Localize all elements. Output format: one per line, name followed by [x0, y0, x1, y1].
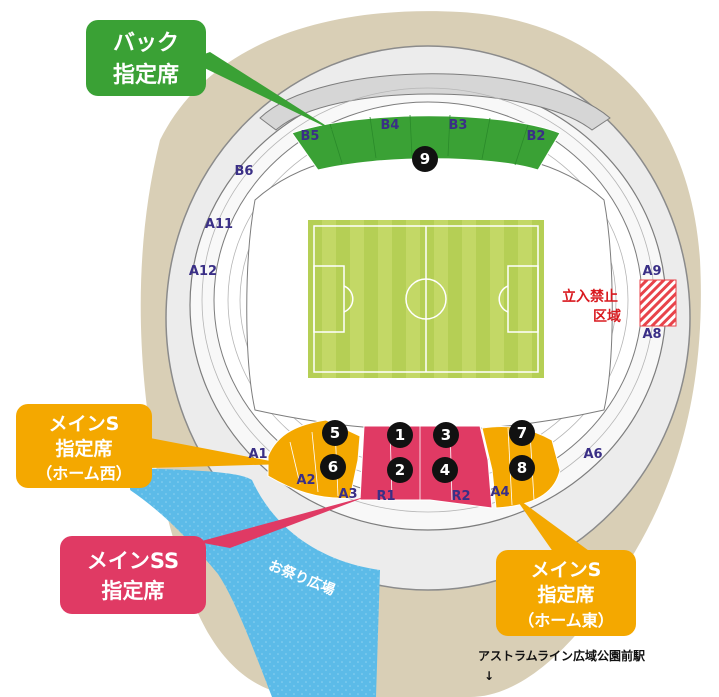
back-seat-dividers	[329, 114, 529, 166]
main-ss-callout[interactable]: メインSS 指定席	[60, 536, 206, 614]
marker-8-text: 8	[517, 459, 527, 477]
restricted-line1: 立入禁止	[562, 288, 618, 305]
station-arrow-icon: ↓	[484, 669, 494, 683]
marker-4-text: 4	[440, 461, 450, 479]
marker-6[interactable]: 6	[320, 454, 346, 480]
back-callout-line2: 指定席	[113, 62, 179, 88]
main-s-west-line1: メインS	[49, 413, 120, 435]
back-seat-area[interactable]	[291, 115, 561, 171]
marker-4[interactable]: 4	[432, 457, 458, 483]
section-b5-label: B5	[301, 129, 320, 144]
section-a6-label: A6	[583, 447, 602, 462]
back-callout-line1: バック	[113, 31, 179, 56]
back-callout[interactable]: バック 指定席	[86, 20, 206, 96]
main-s-east-line1: メインS	[531, 559, 602, 581]
station-label: アストラムライン広域公園前駅	[478, 648, 646, 663]
marker-7-text: 7	[517, 424, 527, 442]
section-a11-label: A11	[205, 217, 233, 232]
festival-plaza	[130, 468, 380, 697]
main-s-east-callout[interactable]: メインS 指定席 （ホーム東）	[496, 550, 636, 636]
marker-8[interactable]: 8	[509, 455, 535, 481]
section-r1-label: R1	[376, 489, 395, 504]
marker-3-text: 3	[441, 426, 451, 444]
main-s-east-line2: 指定席	[537, 583, 594, 606]
section-a9-label: A9	[642, 264, 661, 279]
section-b2-label: B2	[527, 129, 546, 144]
section-a4-label: A4	[490, 485, 509, 500]
section-b6-label: B6	[235, 164, 254, 179]
section-r2-label: R2	[451, 489, 470, 504]
marker-5-text: 5	[330, 424, 340, 442]
main-s-east-line3: （ホーム東）	[518, 611, 614, 630]
main-s-west-line2: 指定席	[55, 437, 112, 460]
section-a8-label: A8	[642, 327, 661, 342]
restricted-line2: 区域	[593, 308, 621, 325]
marker-6-text: 6	[328, 458, 338, 476]
section-a3-label: A3	[338, 487, 357, 502]
marker-2-text: 2	[395, 461, 405, 479]
section-a2-label: A2	[296, 473, 315, 488]
restricted-area	[639, 279, 677, 327]
main-ss-line1: メインSS	[87, 549, 179, 573]
section-b3-label: B3	[449, 118, 468, 133]
pitch	[308, 220, 544, 378]
main-ss-callout-pointer	[198, 496, 368, 548]
main-ss-line2: 指定席	[102, 579, 165, 603]
section-a12-label: A12	[189, 264, 217, 279]
marker-2[interactable]: 2	[387, 457, 413, 483]
main-s-west-callout[interactable]: メインS 指定席 （ホーム西）	[16, 404, 152, 488]
main-s-east-callout-pointer	[514, 496, 596, 556]
marker-9-text: 9	[420, 150, 430, 168]
marker-7[interactable]: 7	[509, 420, 535, 446]
main-s-west-callout-pointer	[150, 438, 286, 468]
back-callout-pointer	[188, 52, 336, 132]
section-a1-label: A1	[248, 447, 267, 462]
main-s-west-line3: （ホーム西）	[36, 464, 132, 483]
section-b4-label: B4	[381, 118, 400, 133]
marker-1-text: 1	[395, 426, 405, 444]
marker-9[interactable]: 9	[412, 146, 438, 172]
marker-3[interactable]: 3	[433, 422, 459, 448]
marker-5[interactable]: 5	[322, 420, 348, 446]
main-ss-seat-area[interactable]	[359, 425, 493, 509]
marker-1[interactable]: 1	[387, 422, 413, 448]
